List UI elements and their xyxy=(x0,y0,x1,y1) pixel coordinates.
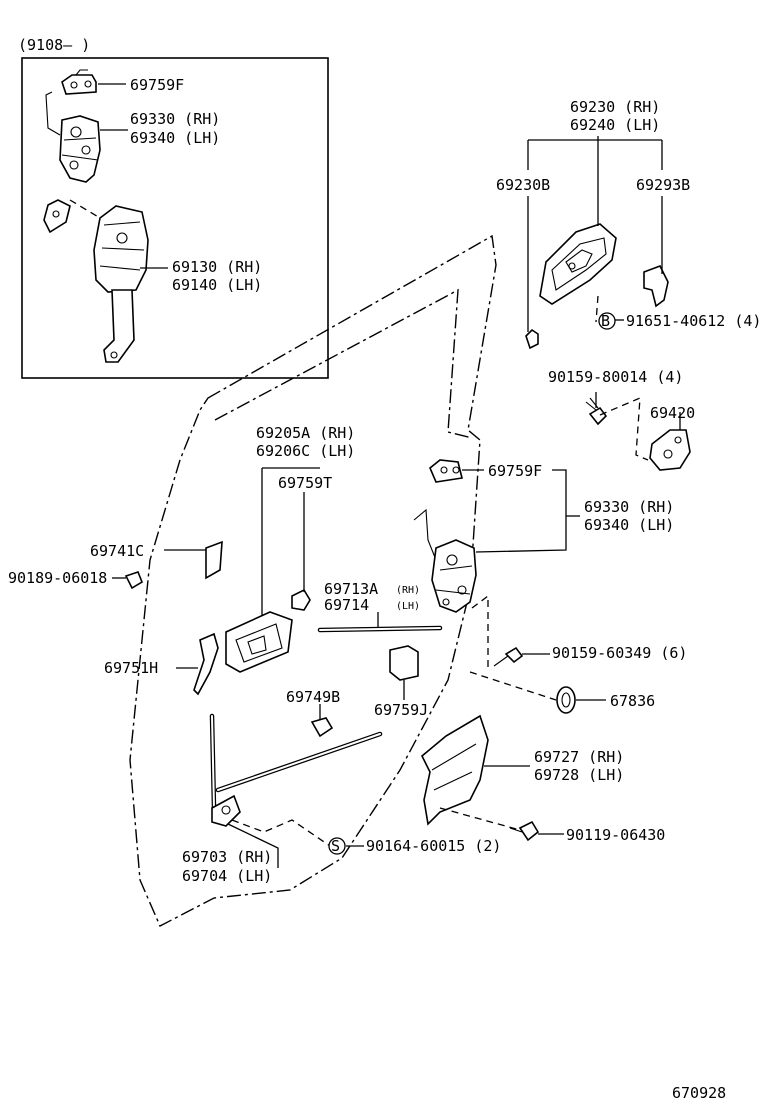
label-90119-06430: 90119-06430 xyxy=(566,826,665,844)
screw-90159-80014 xyxy=(585,397,608,426)
label-90159-60349: 90159-60349 (6) xyxy=(552,644,687,662)
label-69713A: 69713A xyxy=(324,580,378,598)
label-90164-60015: 90164-60015 (2) xyxy=(366,837,501,855)
label-69741C: 69741C xyxy=(90,542,144,560)
dash-to-grommet xyxy=(469,671,557,701)
label-67836: 67836 xyxy=(610,692,655,710)
label-69759F: 69759F xyxy=(488,462,542,480)
inside-door-handle xyxy=(225,611,293,673)
handle-bracket-69293B xyxy=(643,264,669,308)
label-69205A: 69205A (RH) xyxy=(256,424,355,442)
label-69206C: 69206C (LH) xyxy=(256,442,355,460)
label-69751H: 69751H xyxy=(104,659,158,677)
grommet-67836 xyxy=(556,686,576,714)
label-69330-inset: 69330 (RH) xyxy=(130,110,220,128)
clip-69741C xyxy=(205,540,223,580)
diagram-code: 670928 xyxy=(672,1084,726,1102)
rod-69713A-69714 xyxy=(317,625,443,633)
label-69240: 69240 (LH) xyxy=(570,116,660,134)
label-69230B: 69230B xyxy=(496,176,550,194)
label-69759J: 69759J xyxy=(374,701,428,719)
lever-69751H xyxy=(193,632,219,696)
dash-plate-to-screw xyxy=(439,807,521,831)
label-91651-40612: 91651-40612 (4) xyxy=(626,312,760,330)
label-69230: 69230 (RH) xyxy=(570,98,660,116)
label-69727: 69727 (RH) xyxy=(534,748,624,766)
door-window-frame xyxy=(214,288,473,439)
label-69420: 69420 xyxy=(650,404,695,422)
marker-B-text: B xyxy=(601,312,610,330)
label-69759T: 69759T xyxy=(278,474,332,492)
clip-90189-06018 xyxy=(124,571,143,590)
striker-plate-69420 xyxy=(649,429,691,471)
label-69759F-inset: 69759F xyxy=(130,76,184,94)
label-69330: 69330 (RH) xyxy=(584,498,674,516)
label-69140: 69140 (LH) xyxy=(172,276,262,294)
inset-panel: (9108– ) xyxy=(18,36,329,379)
clip-69749B xyxy=(310,717,334,738)
marker-B: B xyxy=(598,312,616,330)
dash-bolt-to-handle xyxy=(595,295,599,323)
rod-69703-69704 xyxy=(209,713,383,827)
screw-90119-06430 xyxy=(509,820,540,842)
leader-lines xyxy=(98,83,681,868)
label-69713A-suffix: (RH) xyxy=(396,585,420,596)
label-69714: 69714 xyxy=(324,596,369,614)
dash-90159-to-69420 xyxy=(599,396,649,461)
label-69749B: 69749B xyxy=(286,688,340,706)
label-69130: 69130 (RH) xyxy=(172,258,262,276)
inset-label: (9108– ) xyxy=(18,36,90,54)
door-lock-assembly xyxy=(413,459,477,613)
label-90159-80014: 90159-80014 (4) xyxy=(548,368,683,386)
label-90189-06018: 90189-06018 xyxy=(8,569,107,587)
screw-90159-60349 xyxy=(493,646,524,667)
inset-bracket-69759F xyxy=(61,69,97,95)
inset-door-lock xyxy=(43,91,101,234)
cover-plate-69727-69728 xyxy=(421,714,489,826)
label-69703: 69703 (RH) xyxy=(182,848,272,866)
label-69340: 69340 (LH) xyxy=(584,516,674,534)
handle-pad-69230B xyxy=(525,328,539,350)
dash-lock-to-screw xyxy=(471,594,489,668)
label-69293B: 69293B xyxy=(636,176,690,194)
marker-S: S xyxy=(328,837,346,855)
inset-door-lock-actuator xyxy=(69,199,149,363)
inset-frame xyxy=(21,57,329,379)
dash-rod-to-90164 xyxy=(231,819,331,847)
cover-69759J xyxy=(389,645,419,681)
marker-S-text: S xyxy=(331,837,340,855)
label-69728: 69728 (LH) xyxy=(534,766,624,784)
label-69714-suffix: (LH) xyxy=(396,601,420,612)
label-69340-inset: 69340 (LH) xyxy=(130,129,220,147)
label-69704: 69704 (LH) xyxy=(182,867,272,885)
outside-door-handle xyxy=(539,223,617,305)
door-frame-outline xyxy=(129,234,497,927)
clip-69759T xyxy=(291,588,311,611)
